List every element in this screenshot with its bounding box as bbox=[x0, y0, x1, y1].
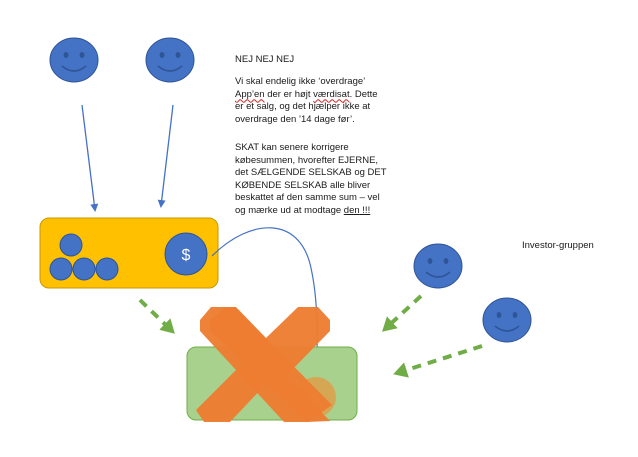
para2-line-3: det SÆLGENDE SELSKAB og DET bbox=[235, 167, 387, 178]
arrow-owner2-to-seller bbox=[157, 104, 174, 208]
arrow-owner1-to-seller bbox=[81, 104, 99, 212]
para1-text-a: der er højt bbox=[264, 88, 314, 100]
para1-line-3: er et salg, og det hjælper ikke at bbox=[235, 101, 371, 112]
rejection-cross-icon bbox=[196, 307, 332, 422]
para2-text-a: og mærke ud at modtage bbox=[235, 204, 344, 216]
para1-line-2: App’en der er højt værdisat. Dette bbox=[235, 89, 405, 102]
para2-line-2: købesummen, hvorefter EJERNE, bbox=[235, 154, 379, 166]
headline-text: NEJ NEJ NEJ bbox=[235, 54, 295, 65]
para1-text-b: . Dette bbox=[349, 88, 378, 100]
para2-word-den: den bbox=[343, 204, 360, 216]
para1-line-4: overdrage den ’14 dage før’. bbox=[235, 113, 355, 125]
para2-line-4: KØBENDE SELSKAB alle bliver bbox=[235, 179, 371, 191]
tax-paragraph: SKAT kan senere korrigere købesummen, hv… bbox=[235, 142, 405, 217]
owner-smiley-1 bbox=[49, 37, 99, 83]
para1-word-vaerdisat: værdisat bbox=[313, 88, 350, 100]
investor-smiley-2 bbox=[482, 297, 532, 343]
dashed-arrow-seller-to-buyer bbox=[138, 298, 175, 334]
warning-paragraph: Vi skal endelig ikke ‘overdrage’ App’en … bbox=[235, 76, 405, 126]
seller-dollar-coin bbox=[164, 232, 208, 276]
investor-smiley-1 bbox=[413, 243, 463, 289]
investor-group-label: Investor-gruppen bbox=[522, 240, 594, 251]
para2-line-5: beskattet af den samme sum – vel bbox=[235, 192, 380, 203]
seller-dollar-sign: $ bbox=[182, 247, 191, 264]
holding-circle-left bbox=[49, 257, 73, 281]
para2-line-1: SKAT kan senere korrigere bbox=[235, 142, 349, 153]
holding-circle-mid bbox=[72, 257, 96, 281]
para2-exclaim: !!! bbox=[359, 204, 371, 216]
dashed-arrow-investor1-to-buyer bbox=[382, 294, 423, 332]
owner-smiley-2 bbox=[145, 37, 195, 83]
para1-line-1: Vi skal endelig ikke ‘overdrage’ bbox=[235, 76, 366, 87]
dashed-arrow-investor2-to-buyer bbox=[393, 344, 483, 378]
holding-circle-right bbox=[95, 257, 119, 281]
para1-word-app: App’en bbox=[235, 88, 265, 100]
holding-circle-top bbox=[59, 233, 83, 257]
para2-line-6: og mærke ud at modtage den !!! bbox=[235, 205, 405, 218]
